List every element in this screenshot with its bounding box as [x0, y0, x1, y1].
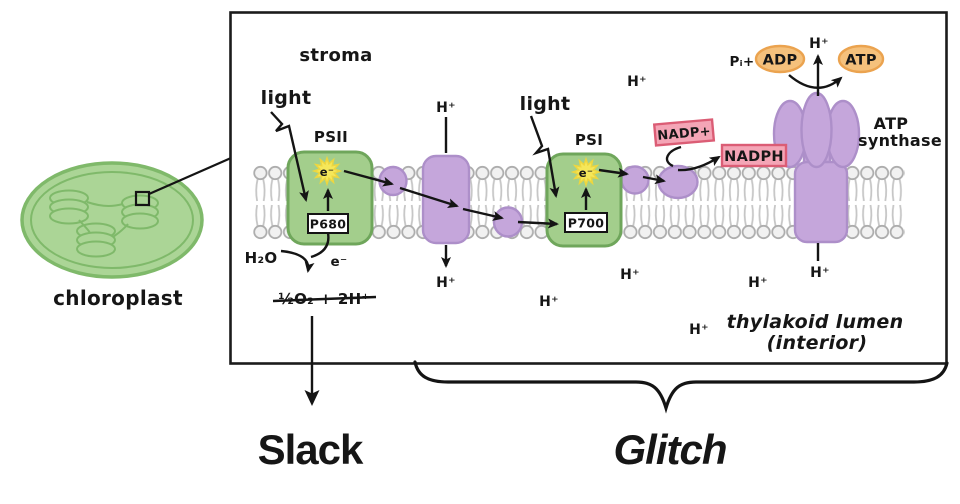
p680-label: P680 [310, 217, 346, 232]
water-label: H₂O [245, 249, 278, 267]
electron-arrow [343, 169, 394, 187]
atp-label: ATP [845, 53, 877, 69]
plastocyanin-carrier [492, 206, 524, 238]
atp-synthase-rotor [793, 160, 849, 244]
atp-synthase [772, 91, 861, 244]
nadph-badge: NADPH [720, 143, 788, 168]
nadph-label: NADPH [724, 149, 784, 165]
electron-label-psi: e⁻ [579, 166, 593, 180]
light-label-psii: light [261, 87, 312, 109]
h-plus-label: H⁺ [539, 294, 559, 310]
electron-arrow [462, 207, 504, 221]
electron-arrow [642, 174, 666, 185]
glitch-brace [413, 360, 949, 414]
nadp-badge: NADP+ [652, 118, 716, 147]
adp-badge [754, 44, 806, 74]
lumen-label-line2: (interior) [767, 332, 868, 354]
adp-to-atp-arrow [788, 74, 843, 89]
chloroplast-outer-membrane [20, 161, 204, 279]
lumen-label-line1: thylakoid lumen [727, 311, 904, 333]
pi-label: Pᵢ+ [729, 54, 754, 70]
light-bolt-psii [270, 111, 309, 202]
h-plus-label: H⁺ [689, 322, 709, 338]
h-plus-label: H⁺ [627, 74, 647, 90]
electron-arrow [517, 218, 559, 229]
h-plus-label: H⁺ [809, 36, 829, 52]
electron-arrow [598, 167, 629, 178]
atp-synthase-head-lobe [800, 91, 833, 169]
zoom-region-square [134, 190, 151, 207]
glitch-annotation: Glitch [613, 426, 726, 473]
chloroplast-inner-membrane [30, 171, 194, 269]
water-electron-curve [310, 232, 330, 259]
psii-label: PSII [314, 128, 348, 146]
electron-label-psii: e⁻ [320, 165, 334, 179]
ferredoxin-carrier [620, 165, 650, 195]
h-plus-label: H⁺ [436, 100, 456, 116]
light-label-psi: light [520, 93, 571, 115]
p700-box [564, 212, 608, 233]
chloroplast-illustration: chloroplast [20, 156, 232, 310]
psi-label: PSI [575, 131, 603, 149]
water-electron-label: e⁻ [331, 254, 348, 270]
h-plus-label: H⁺ [436, 275, 456, 291]
light-bolt-psi [529, 115, 560, 198]
zoom-connector-line [148, 156, 232, 196]
atp-synthase-label-line1: ATP [874, 114, 909, 133]
h-plus-label: H⁺ [620, 267, 640, 283]
h-plus-label: H⁺ [810, 265, 830, 281]
adp-label: ADP [763, 53, 798, 69]
atp-synthase-label-line2: synthase [858, 131, 942, 150]
p700-label: P700 [568, 216, 604, 231]
strikethrough-line [272, 295, 377, 303]
h-plus-label: H⁺ [748, 275, 768, 291]
stroma-label: stroma [299, 45, 372, 66]
cytochrome-complex [421, 154, 471, 245]
nadph-arrow [677, 155, 721, 172]
electron-arrow [399, 186, 459, 209]
nadp-label: NADP+ [657, 124, 712, 144]
chloroplast-label: chloroplast [53, 286, 183, 310]
nadp-hook-curve [665, 145, 682, 168]
atp-badge [837, 44, 885, 74]
water-products-label: ½O₂ + 2H⁺ [278, 290, 369, 308]
slack-annotation: Slack [258, 426, 364, 473]
water-products-arrow [280, 249, 315, 273]
